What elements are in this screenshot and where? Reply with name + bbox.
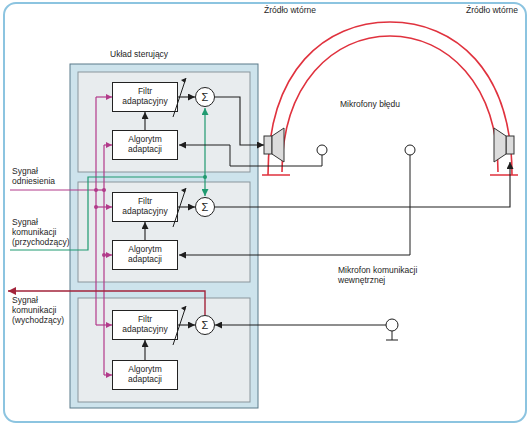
- sum-node: Σ: [195, 197, 215, 217]
- microphone-symbol: [317, 145, 415, 155]
- adaptive-arrow-line: [173, 306, 186, 345]
- control-panel: [70, 64, 258, 408]
- adaptive-arrow-line: [173, 188, 186, 227]
- node-text: Algorytm adaptacji: [117, 245, 173, 265]
- filter-box: Filtr adaptacyjny: [112, 310, 178, 340]
- incoming-wire: [10, 108, 205, 250]
- signal-connector: [178, 206, 195, 207]
- sum-symbol: Σ: [202, 202, 209, 213]
- microphone-node: Mikrofon komunikacji wewnętrznej: [338, 266, 450, 336]
- outer-frame: [4, 3, 526, 422]
- node-text: Algorytm adaptacji: [117, 365, 173, 385]
- adaptive-arrow: [165, 76, 189, 120]
- panel-heading: Układ sterujący: [110, 50, 258, 60]
- adaptive-arrow-line: [173, 78, 186, 117]
- junction-dot: [203, 175, 207, 179]
- node-text: Filtr adaptacyjny: [117, 197, 173, 217]
- junction-dot: [94, 188, 106, 257]
- signal-label: Sygnał komunikacji (wychodzący): [12, 296, 76, 325]
- node-text: Filtr adaptacyjny: [117, 87, 173, 107]
- algorithm-box: Algorytm adaptacji: [112, 360, 178, 390]
- node-text: Źródło wtórne: [452, 6, 518, 16]
- helmet-outline: [262, 22, 518, 175]
- node-text: Algorytm adaptacji: [117, 135, 173, 155]
- node-text: Mikrofon komunikacji wewnętrznej: [338, 266, 450, 286]
- microphone-label: Mikrofony błędu: [330, 100, 410, 110]
- sum-symbol: Σ: [202, 320, 209, 331]
- adaptive-arrow-head: [181, 306, 186, 311]
- filter-box: Filtr adaptacyjny: [112, 82, 178, 112]
- signal-connector: [144, 340, 145, 360]
- algorithm-box: Algorytm adaptacji: [112, 130, 178, 160]
- sum-node: Σ: [195, 87, 215, 107]
- algorithm-box: Algorytm adaptacji: [112, 240, 178, 270]
- signal-connector: [178, 96, 195, 97]
- signal-connector: [144, 222, 145, 240]
- signal-label: Sygnał odniesienia: [12, 167, 74, 187]
- speaker-symbol: [264, 128, 514, 162]
- node-text: Źródło wtórne: [264, 6, 336, 16]
- signal-connector: [144, 112, 145, 130]
- signal-connector: [215, 162, 510, 207]
- adaptive-arrow: [165, 186, 189, 230]
- node-text: Filtr adaptacyjny: [117, 315, 173, 335]
- error-wire: [179, 145, 410, 255]
- signal-connector: [178, 324, 195, 325]
- reference-wire: [10, 97, 112, 375]
- microphone-symbol: [338, 319, 398, 340]
- adaptive-arrow: [165, 304, 189, 348]
- adaptive-arrow-head: [181, 78, 186, 83]
- speaker-node: Źródło wtórne: [264, 6, 336, 162]
- signal-label: Sygnał komunikacji (przychodzący): [12, 218, 78, 247]
- sum-symbol: Σ: [202, 92, 209, 103]
- signal-connector: [215, 324, 338, 325]
- sum-node: Σ: [195, 315, 215, 335]
- control-panel: Filtr adaptacyjnyAlgorytm adaptacjiΣFilt…: [70, 64, 258, 408]
- adaptive-arrow-head: [181, 188, 186, 193]
- filter-box: Filtr adaptacyjny: [112, 192, 178, 222]
- speaker-node: Źródło wtórne: [452, 6, 518, 162]
- signal-connector: [215, 97, 264, 145]
